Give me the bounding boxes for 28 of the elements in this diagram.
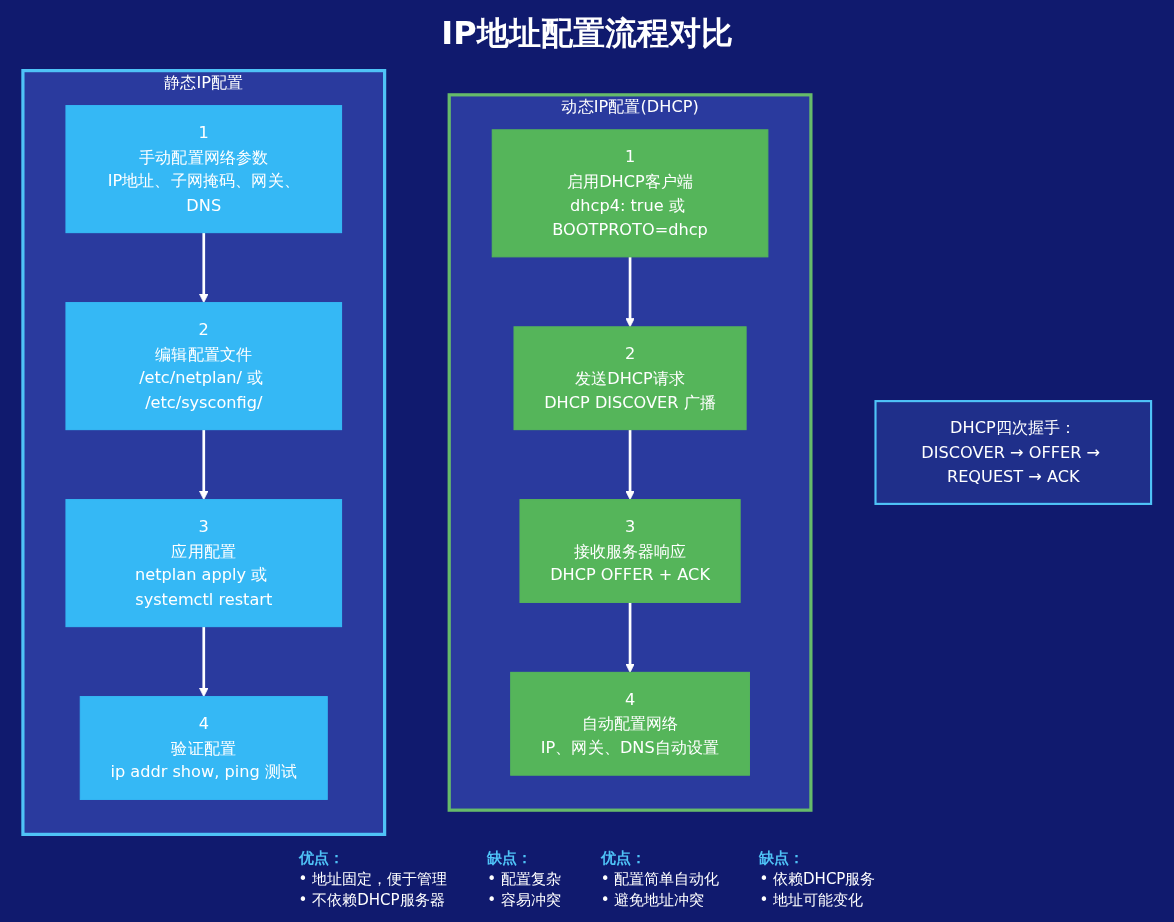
node-box: DHCP四次握手： DISCOVER → OFFER → REQUEST → ACK [874, 400, 1153, 505]
bullet-item: • 配置复杂 [487, 870, 561, 889]
list-heading: 缺点： [487, 849, 534, 868]
diagram-title: IP地址配置流程对比 [441, 13, 733, 54]
bullet-item: • 配置简单自动化 [600, 870, 720, 889]
arrow [625, 602, 635, 673]
node-box: 2 发送DHCP请求 DHCP DISCOVER 广播 [513, 326, 747, 431]
node-box: 3 接收服务器响应 DHCP OFFER + ACK [519, 499, 741, 603]
node-box: 2 编辑配置文件 /etc/netplan/ 或 /etc/sysconfig/ [65, 302, 343, 431]
arrow [199, 626, 209, 698]
node-box: 4 验证配置 ip addr show, ping 测试 [79, 696, 328, 800]
arrow [625, 256, 635, 328]
arrow [199, 429, 209, 501]
bullet-item: • 地址固定，便于管理 [298, 870, 448, 889]
list-heading: 缺点： [759, 849, 806, 868]
list-heading: 优点： [600, 849, 647, 868]
node-box: 1 手动配置网络参数 IP地址、子网掩码、网关、DNS [65, 105, 343, 234]
bullet-item: • 容易冲突 [487, 891, 561, 910]
list-heading: 优点： [298, 849, 345, 868]
bullet-item: • 避免地址冲突 [600, 891, 706, 910]
bullet-item: • 依赖DHCP服务 [759, 870, 876, 889]
arrow [199, 232, 209, 304]
bullet-item: • 地址可能变化 [759, 891, 865, 910]
arrow [625, 429, 635, 501]
node-box: 4 自动配置网络 IP、网关、DNS自动设置 [510, 671, 750, 776]
node-box: 1 启用DHCP客户端 dhcp4: true 或 BOOTPROTO=dhcp [491, 129, 769, 258]
bullet-item: • 不依赖DHCP服务器 [298, 891, 446, 910]
node-box: 3 应用配置 netplan apply 或 systemctl restart [65, 499, 343, 628]
